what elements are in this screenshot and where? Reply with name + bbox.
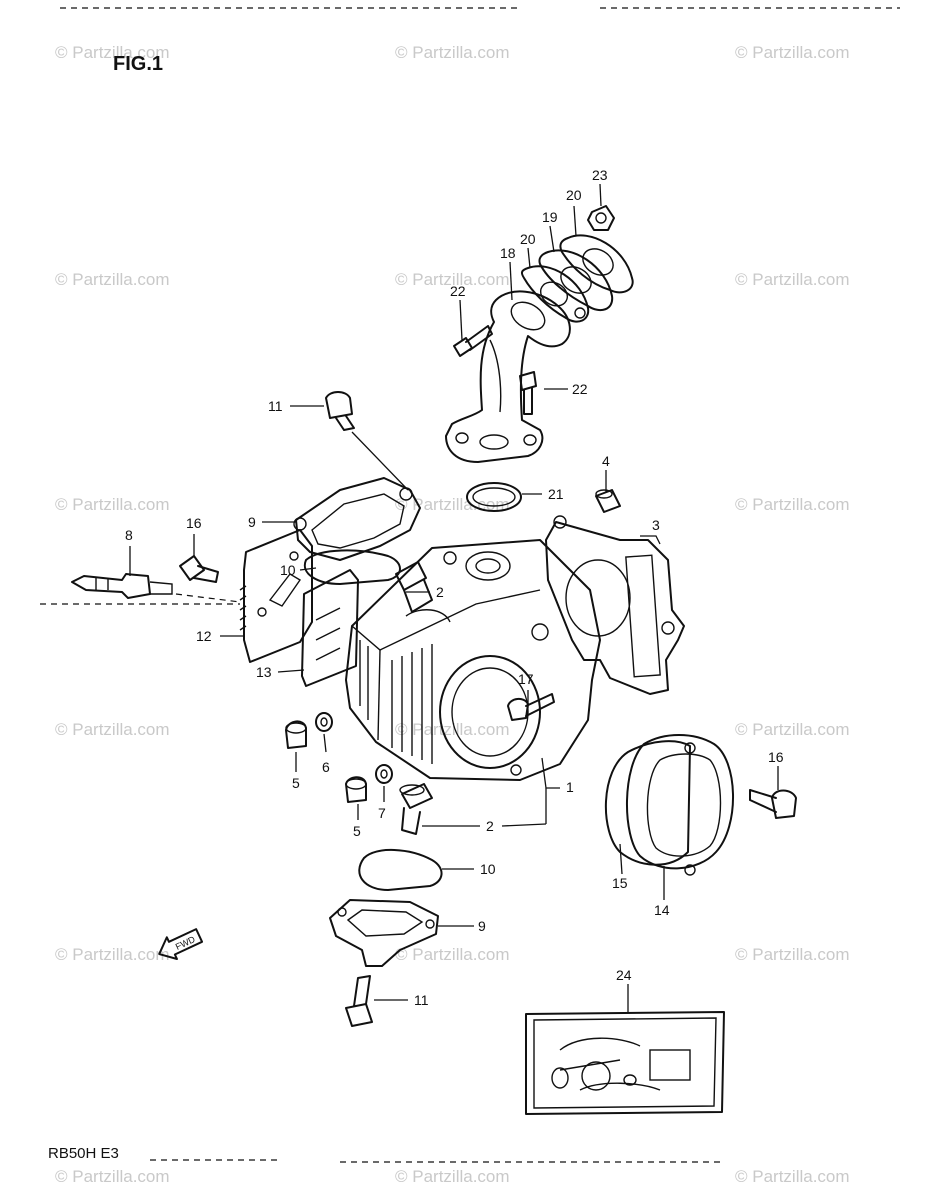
part-1-cylinder-head [345, 539, 601, 781]
callout-24: 24 [616, 967, 632, 983]
cooling-fins [359, 640, 433, 764]
part-7-washer [375, 764, 393, 784]
callout-9: 9 [248, 514, 256, 530]
model-code: RB50H E3 [48, 1145, 119, 1162]
callout-2: 2 [436, 584, 444, 600]
callout-5: 5 [353, 823, 361, 839]
watermark: © Partzilla.com [735, 945, 850, 964]
callout-22: 22 [450, 283, 466, 299]
watermark: © Partzilla.com [395, 43, 510, 62]
watermark: © Partzilla.com [735, 495, 850, 514]
part-21-o-ring [466, 482, 522, 512]
callout-2: 2 [486, 818, 494, 834]
watermark: © Partzilla.com [395, 270, 510, 289]
watermark: © Partzilla.com [395, 720, 510, 739]
watermark: © Partzilla.com [735, 720, 850, 739]
part-12-reed-plate [239, 529, 313, 663]
watermark-layer: © Partzilla.com © Partzilla.com © Partzi… [55, 43, 850, 1186]
watermark: © Partzilla.com [735, 43, 850, 62]
watermark: © Partzilla.com [55, 720, 170, 739]
callout-20: 20 [566, 187, 582, 203]
callout-10: 10 [480, 861, 496, 877]
callout-10: 10 [280, 562, 296, 578]
watermark: © Partzilla.com [55, 945, 170, 964]
callout-labels: 23 20 19 20 18 22 22 11 4 21 3 9 16 8 10… [125, 167, 784, 1008]
callout-5: 5 [292, 775, 300, 791]
watermark: © Partzilla.com [55, 270, 170, 289]
callout-21: 21 [548, 486, 564, 502]
callout-11: 11 [414, 992, 429, 1008]
part-23-nut [587, 205, 615, 231]
part-2-nipple-upper [395, 561, 433, 613]
part-20-gasket-outer [559, 234, 634, 294]
part-16-bolt-left [179, 555, 219, 583]
part-11-bolt-lower [345, 975, 373, 1027]
part-9-cover-upper [293, 477, 421, 561]
callout-20: 20 [520, 231, 536, 247]
part-16-bolt-right [749, 789, 797, 819]
callout-1: 1 [566, 779, 574, 795]
watermark: © Partzilla.com [735, 1167, 850, 1186]
callout-7: 7 [378, 805, 386, 821]
part-3-cylinder-gasket [545, 515, 685, 695]
callout-9: 9 [478, 918, 486, 934]
callout-22: 22 [572, 381, 588, 397]
callout-23: 23 [592, 167, 608, 183]
watermark: © Partzilla.com [395, 945, 510, 964]
part-22-bolt-upper [453, 325, 493, 357]
scan-artifacts [60, 7, 900, 1163]
watermark: © Partzilla.com [55, 43, 170, 62]
callout-6: 6 [322, 759, 330, 775]
part-5-plug-b [345, 776, 367, 803]
watermark: © Partzilla.com [395, 1167, 510, 1186]
part-11-bolt-top [325, 391, 409, 491]
part-22-bolt-lower [519, 371, 537, 415]
part-10-gasket-upper [303, 549, 401, 585]
part-6-washer [315, 712, 333, 732]
watermark: © Partzilla.com [735, 270, 850, 289]
callout-11: 11 [268, 398, 283, 414]
watermark: © Partzilla.com [55, 1167, 170, 1186]
callout-15: 15 [612, 875, 628, 891]
leader-lines [129, 183, 779, 1012]
callout-4: 4 [602, 453, 610, 469]
watermark: © Partzilla.com [55, 495, 170, 514]
part-17-bolt [507, 693, 555, 721]
figure-title: FIG.1 [113, 53, 163, 75]
callout-16: 16 [186, 515, 202, 531]
part-10-gasket-lower [358, 848, 443, 891]
callout-14: 14 [654, 902, 670, 918]
part-14-cover [626, 734, 734, 876]
part-24-gasket-kit [525, 1011, 725, 1115]
callout-3: 3 [652, 517, 660, 533]
callout-17: 17 [518, 671, 534, 687]
callout-13: 13 [256, 664, 272, 680]
callout-12: 12 [196, 628, 212, 644]
part-2-nipple-lower [399, 783, 433, 835]
part-5-plug-a [285, 720, 307, 749]
part-8-spark-plug [71, 573, 173, 599]
part-9-cover-lower [329, 899, 439, 967]
part-20-gasket-inner [520, 265, 590, 323]
part-4-dowel-pin [595, 489, 621, 513]
callout-16: 16 [768, 749, 784, 765]
part-15-cover-gasket [604, 740, 691, 866]
callout-19: 19 [542, 209, 558, 225]
callout-8: 8 [125, 527, 133, 543]
part-18-intake-pipe [445, 290, 571, 463]
callout-18: 18 [500, 245, 516, 261]
part-13-side-gasket [301, 569, 359, 687]
